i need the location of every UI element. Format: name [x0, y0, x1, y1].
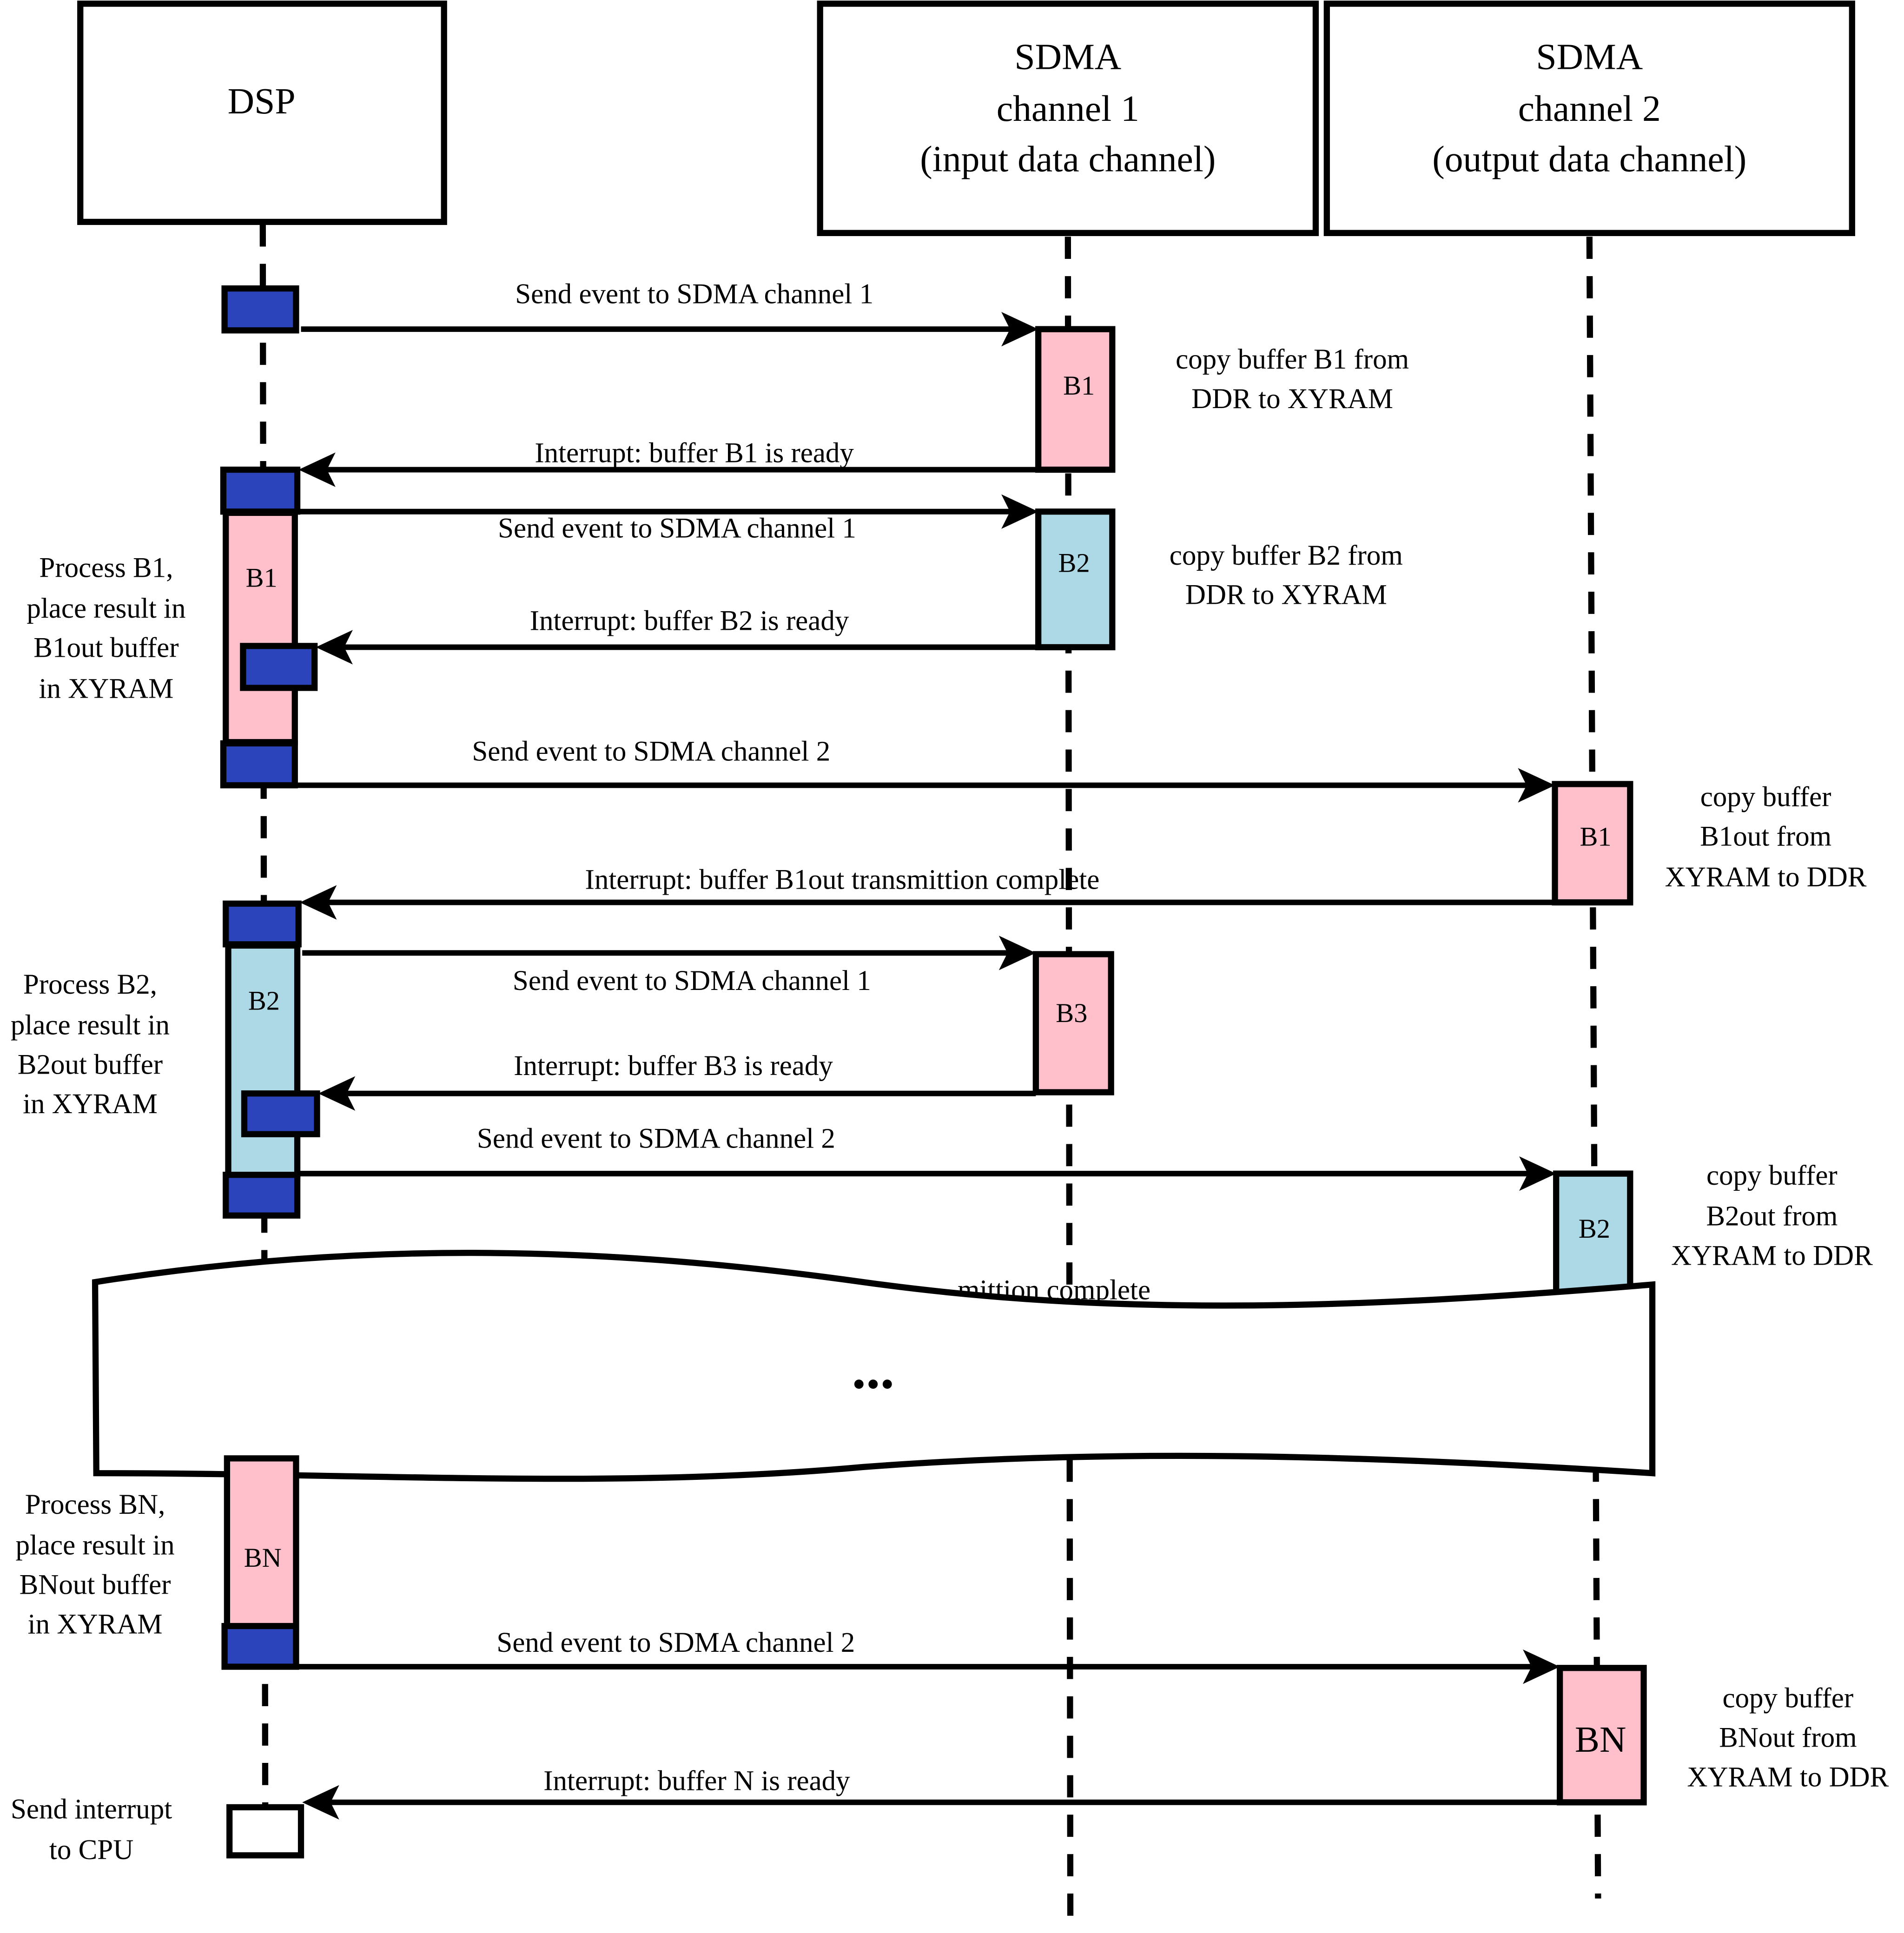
sdma2-lifeline	[1586, 237, 1601, 1899]
svg-text:place result in: place result in	[11, 1009, 170, 1041]
ellipsis-label: ...	[852, 1338, 894, 1401]
svg-text:copy buffer: copy buffer	[1706, 1160, 1838, 1191]
note-copy-b2: copy buffer B2 from DDR to XYRAM	[1170, 540, 1403, 611]
dsp-activation-2	[220, 466, 301, 515]
dsp-activation-5	[223, 900, 302, 948]
participant-sdma1: SDMA channel 1 (input data channel)	[817, 0, 1319, 236]
note-copy-b1: copy buffer B1 from DDR to XYRAM	[1176, 344, 1409, 415]
message-2: Interrupt: buffer B1 is ready	[298, 438, 1038, 487]
dsp-activation-7	[223, 1172, 301, 1219]
svg-text:B1out buffer: B1out buffer	[33, 633, 178, 664]
svg-text:XYRAM to DDR: XYRAM to DDR	[1687, 1761, 1889, 1793]
dsp-activation-1	[221, 285, 299, 334]
dsp-process-b1	[223, 509, 298, 745]
note-process-bn: Process BN, place result in BNout buffer…	[15, 1489, 174, 1640]
svg-text:copy buffer: copy buffer	[1700, 782, 1831, 813]
message-8: Interrupt: buffer B3 is ready	[318, 1050, 1036, 1111]
message-12: Interrupt: buffer N is ready	[302, 1765, 1560, 1820]
sdma2-buffer-bn-label: BN	[1575, 1719, 1626, 1760]
svg-text:DDR to XYRAM: DDR to XYRAM	[1191, 383, 1393, 415]
sdma1-buffer-b2-label: B2	[1058, 548, 1090, 578]
note-copy-b2out: copy buffer B2out from XYRAM to DDR	[1671, 1160, 1873, 1271]
svg-text:in XYRAM: in XYRAM	[28, 1609, 163, 1640]
svg-text:place result in: place result in	[26, 593, 185, 624]
message-6: Interrupt: buffer B1out transmittion com…	[299, 864, 1555, 920]
note-send-interrupt: Send interrupt to CPU	[11, 1794, 172, 1866]
note-copy-bnout: copy buffer BNout from XYRAM to DDR	[1687, 1683, 1889, 1793]
svg-text:B1out from: B1out from	[1700, 821, 1831, 852]
dsp-activation-6	[241, 1090, 320, 1137]
note-process-b1: Process B1, place result in B1out buffer…	[26, 552, 185, 704]
note-copy-b1out: copy buffer B1out from XYRAM to DDR	[1665, 782, 1867, 893]
svg-text:BNout buffer: BNout buffer	[20, 1570, 171, 1601]
svg-text:B2out from: B2out from	[1706, 1201, 1838, 1232]
participant-dsp: DSP	[77, 0, 447, 225]
message-3: Send event to SDMA channel 1	[297, 494, 1038, 544]
sdma2-buffer-b1-label: B1	[1580, 822, 1612, 852]
participant-sdma1-line1: SDMA	[1014, 37, 1121, 78]
svg-text:XYRAM to DDR: XYRAM to DDR	[1665, 862, 1867, 893]
participant-sdma1-line3: (input data channel)	[920, 139, 1216, 180]
sdma1-buffer-b1-label: B1	[1063, 370, 1095, 401]
svg-text:Process BN,: Process BN,	[25, 1489, 165, 1520]
participant-sdma1-line2: channel 1	[997, 88, 1139, 129]
message-7: Send event to SDMA channel 1	[302, 936, 1036, 996]
svg-text:Send interrupt: Send interrupt	[11, 1794, 172, 1825]
dsp-buffer-b2-label: B2	[248, 985, 280, 1016]
message-1-label: Send event to SDMA channel 1	[515, 278, 873, 310]
message-11-label: Send event to SDMA channel 2	[496, 1627, 855, 1658]
dsp-send-interrupt-box	[226, 1804, 304, 1859]
participant-dsp-label: DSP	[228, 81, 296, 122]
participant-sdma2-line1: SDMA	[1536, 37, 1643, 78]
svg-text:place result in: place result in	[15, 1530, 174, 1561]
message-5: Send event to SDMA channel 2	[297, 736, 1555, 803]
sdma1-buffer-b3	[1032, 951, 1114, 1095]
svg-text:to CPU: to CPU	[49, 1834, 133, 1866]
message-7-label: Send event to SDMA channel 1	[513, 965, 871, 996]
diagram-break: ...	[92, 1250, 1656, 1482]
message-3-label: Send event to SDMA channel 1	[498, 513, 856, 544]
message-11: Send event to SDMA channel 2	[296, 1627, 1560, 1684]
svg-text:B2out buffer: B2out buffer	[18, 1049, 163, 1080]
sdma2-buffer-b1	[1552, 781, 1633, 906]
message-4: Interrupt: buffer B2 is ready	[316, 605, 1038, 665]
dsp-activation-4	[220, 740, 298, 789]
dsp-process-b2	[225, 942, 301, 1180]
message-9: Send event to SDMA channel 2	[297, 1123, 1556, 1191]
dsp-buffer-b1-label: B1	[246, 563, 278, 593]
svg-text:in XYRAM: in XYRAM	[39, 673, 174, 704]
dsp-process-bn	[224, 1455, 299, 1630]
svg-text:copy buffer: copy buffer	[1722, 1683, 1853, 1714]
svg-text:DDR to XYRAM: DDR to XYRAM	[1185, 580, 1387, 611]
svg-text:copy buffer B2 from: copy buffer B2 from	[1170, 540, 1403, 571]
message-8-label: Interrupt: buffer B3 is ready	[514, 1050, 833, 1082]
svg-text:in XYRAM: in XYRAM	[23, 1089, 158, 1120]
message-12-label: Interrupt: buffer N is ready	[543, 1765, 850, 1796]
dsp-buffer-bn-label: BN	[244, 1543, 282, 1573]
svg-text:XYRAM to DDR: XYRAM to DDR	[1671, 1240, 1873, 1271]
svg-text:BNout from: BNout from	[1719, 1722, 1857, 1753]
participant-sdma2-line2: channel 2	[1518, 88, 1661, 129]
note-process-b2: Process B2, place result in B2out buffer…	[11, 969, 170, 1120]
message-6-label: Interrupt: buffer B1out transmittion com…	[585, 864, 1100, 895]
message-1: Send event to SDMA channel 1	[301, 278, 1038, 347]
message-9-label: Send event to SDMA channel 2	[477, 1123, 835, 1154]
sdma2-buffer-b2-label: B2	[1579, 1214, 1610, 1244]
message-4-label: Interrupt: buffer B2 is ready	[530, 605, 849, 636]
message-5-label: Send event to SDMA channel 2	[472, 736, 830, 767]
svg-text:copy buffer B1 from: copy buffer B1 from	[1176, 344, 1409, 375]
participant-sdma2-line3: (output data channel)	[1432, 139, 1746, 180]
sdma2-buffer-bn	[1557, 1665, 1647, 1806]
dsp-activation-3	[240, 643, 318, 691]
sdma1-buffer-b1	[1035, 326, 1116, 473]
sdma1-buffer-b3-label: B3	[1056, 998, 1087, 1028]
participant-sdma2: SDMA channel 2 (output data channel)	[1323, 0, 1855, 236]
svg-text:Process B1,: Process B1,	[39, 552, 173, 583]
svg-text:Process B2,: Process B2,	[23, 969, 157, 1000]
message-2-label: Interrupt: buffer B1 is ready	[535, 438, 854, 469]
sdma1-buffer-b2	[1035, 508, 1116, 651]
dsp-activation-8	[221, 1623, 299, 1670]
